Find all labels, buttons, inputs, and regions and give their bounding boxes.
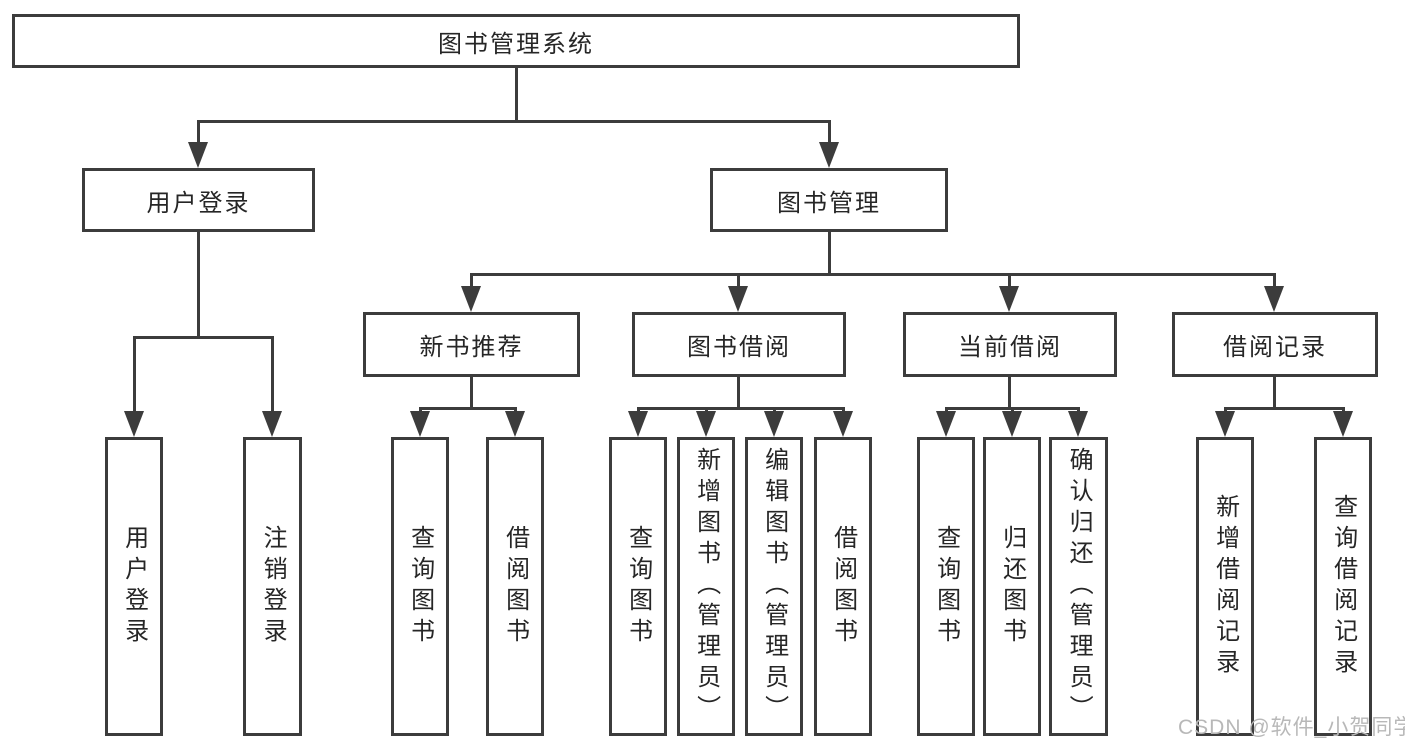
arrow-down-icon xyxy=(1333,411,1353,437)
leaf-confirm-return-admin: 确认归还（管理员） xyxy=(1049,437,1108,736)
connector-line xyxy=(197,120,200,146)
arrow-down-icon xyxy=(262,411,282,437)
connector-line xyxy=(1273,377,1276,407)
node-label: 当前借阅 xyxy=(958,334,1062,361)
connector-line xyxy=(1011,407,1014,413)
arrow-down-icon xyxy=(936,411,956,437)
connector-line xyxy=(133,336,274,339)
connector-line xyxy=(637,407,845,410)
node-borrow-records: 借阅记录 xyxy=(1172,312,1378,377)
connector-line xyxy=(1008,273,1011,288)
node-current-borrow: 当前借阅 xyxy=(903,312,1117,377)
connector-line xyxy=(1077,407,1080,413)
leaf-label: 用户登录 xyxy=(120,524,148,649)
connector-line xyxy=(828,232,831,273)
leaf-label: 新增借阅记录 xyxy=(1211,493,1239,680)
node-label: 借阅记录 xyxy=(1223,334,1327,361)
connector-line xyxy=(470,273,473,288)
connector-line xyxy=(514,407,517,413)
leaf-add-books-admin: 新增图书（管理员） xyxy=(677,437,735,736)
connector-line xyxy=(637,407,640,413)
connector-line xyxy=(419,407,517,410)
arrow-down-icon xyxy=(1068,411,1088,437)
arrow-down-icon xyxy=(764,411,784,437)
leaf-logout: 注销登录 xyxy=(243,437,302,736)
connector-line xyxy=(197,120,831,123)
node-label: 用户登录 xyxy=(146,189,251,217)
arrow-down-icon xyxy=(505,411,525,437)
arrow-down-icon xyxy=(124,411,144,437)
leaf-label: 查询图书 xyxy=(932,524,960,649)
connector-line xyxy=(773,407,776,413)
arrow-down-icon xyxy=(1215,411,1235,437)
connector-line xyxy=(737,377,740,407)
arrow-down-icon xyxy=(833,411,853,437)
node-label: 图书借阅 xyxy=(687,334,791,361)
leaf-query-borrow-record: 查询借阅记录 xyxy=(1314,437,1372,736)
arrow-down-icon xyxy=(696,411,716,437)
leaf-label: 查询借阅记录 xyxy=(1329,493,1357,680)
leaf-label: 注销登录 xyxy=(259,524,287,649)
connector-line xyxy=(271,336,274,412)
leaf-edit-books-admin: 编辑图书（管理员） xyxy=(745,437,803,736)
connector-line xyxy=(1342,407,1345,413)
connector-line xyxy=(197,232,200,336)
leaf-label: 查询图书 xyxy=(406,524,434,649)
connector-line xyxy=(1273,273,1276,288)
leaf-add-borrow-record: 新增借阅记录 xyxy=(1196,437,1254,736)
connector-line xyxy=(828,120,831,146)
leaf-borrow-books: 借阅图书 xyxy=(814,437,872,736)
connector-line xyxy=(470,273,1276,276)
arrow-down-icon xyxy=(188,142,208,168)
node-user-login: 用户登录 xyxy=(82,168,315,232)
connector-line xyxy=(737,273,740,288)
arrow-down-icon xyxy=(1264,286,1284,312)
connector-line xyxy=(470,377,473,407)
connector-line xyxy=(945,407,948,413)
csdn-watermark: CSDN @软件_小贺同学 xyxy=(1178,716,1405,739)
arrow-down-icon xyxy=(999,286,1019,312)
leaf-borrow-books-recommend: 借阅图书 xyxy=(486,437,544,736)
leaf-label: 编辑图书（管理员） xyxy=(760,447,788,726)
leaf-label: 确认归还（管理员） xyxy=(1065,447,1093,726)
leaf-return-books: 归还图书 xyxy=(983,437,1041,736)
node-label: 图书管理 xyxy=(777,189,881,217)
arrow-down-icon xyxy=(728,286,748,312)
connector-line xyxy=(419,407,422,413)
node-new-book-recommend: 新书推荐 xyxy=(363,312,580,377)
connector-line xyxy=(842,407,845,413)
connector-line xyxy=(1224,407,1227,413)
leaf-query-books-current: 查询图书 xyxy=(917,437,975,736)
leaf-query-books-borrow: 查询图书 xyxy=(609,437,667,736)
node-book-borrow: 图书借阅 xyxy=(632,312,846,377)
node-book-management: 图书管理 xyxy=(710,168,948,232)
leaf-label: 归还图书 xyxy=(998,524,1026,649)
connector-line xyxy=(1224,407,1345,410)
node-label: 新书推荐 xyxy=(419,334,524,361)
arrow-down-icon xyxy=(410,411,430,437)
leaf-label: 借阅图书 xyxy=(829,524,857,649)
arrow-down-icon xyxy=(461,286,481,312)
node-label: 图书管理系统 xyxy=(438,30,594,58)
leaf-label: 借阅图书 xyxy=(501,524,529,649)
leaf-query-books-recommend: 查询图书 xyxy=(391,437,449,736)
leaf-label: 新增图书（管理员） xyxy=(692,447,720,726)
arrow-down-icon xyxy=(628,411,648,437)
leaf-label: 查询图书 xyxy=(624,524,652,649)
connector-line xyxy=(133,336,136,412)
arrow-down-icon xyxy=(819,142,839,168)
node-library-management-system: 图书管理系统 xyxy=(12,14,1020,68)
leaf-user-login: 用户登录 xyxy=(105,437,163,736)
arrow-down-icon xyxy=(1002,411,1022,437)
connector-line xyxy=(515,68,518,120)
connector-line xyxy=(705,407,708,413)
connector-line xyxy=(1008,377,1011,407)
